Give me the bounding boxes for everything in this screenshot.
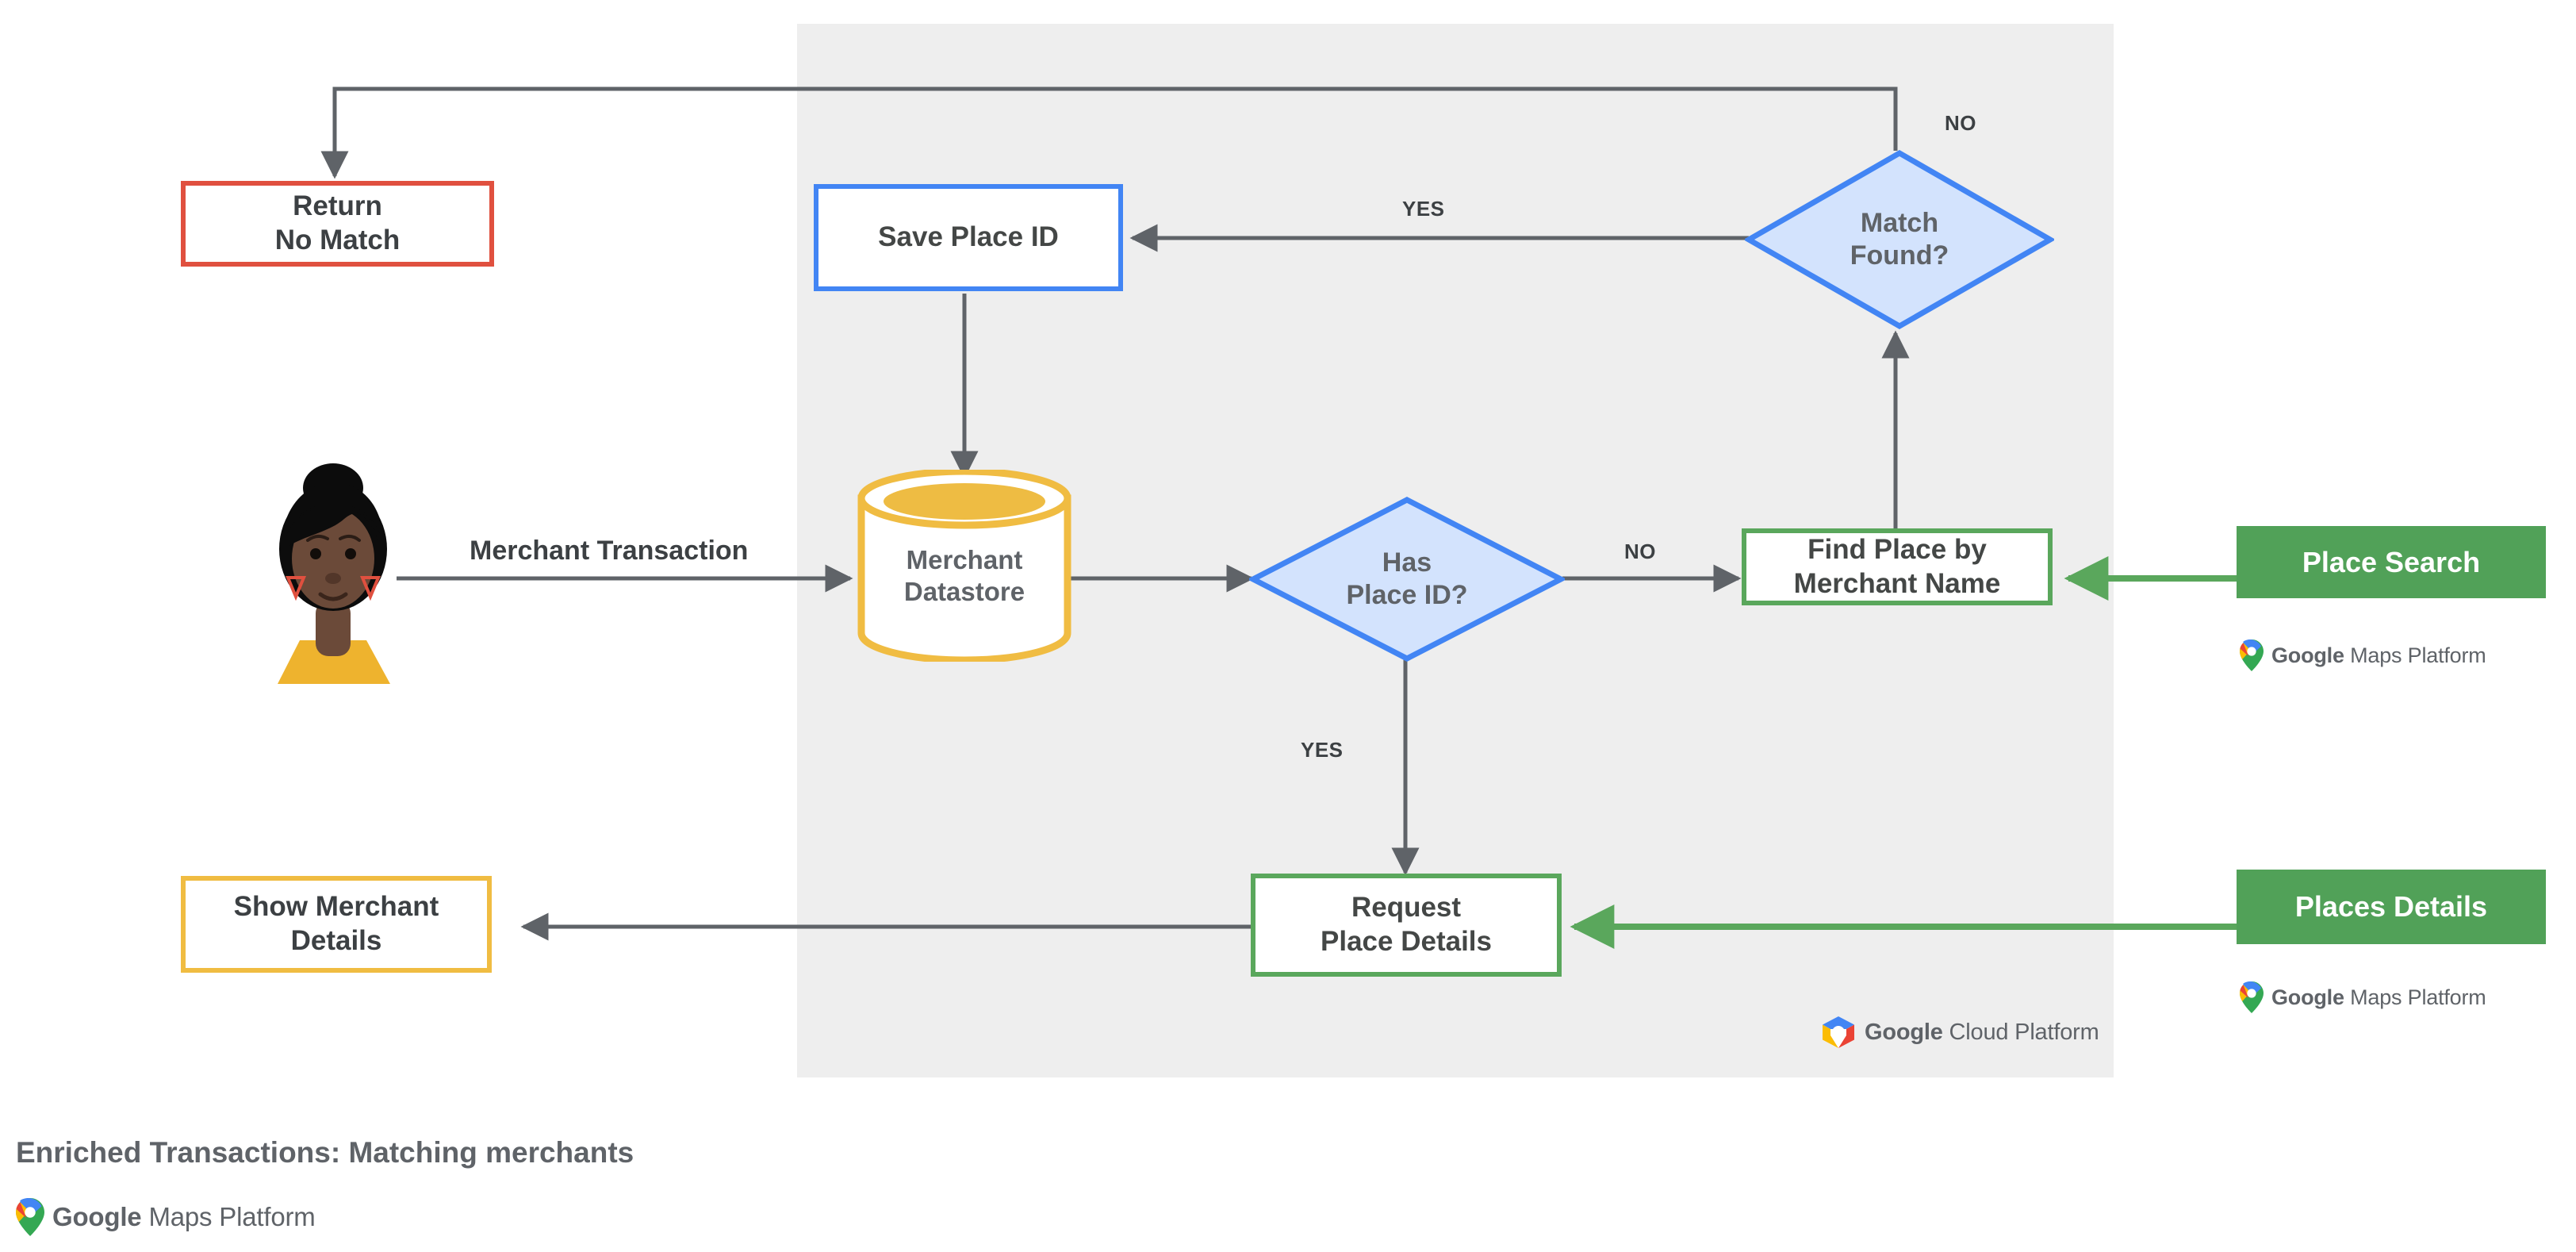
google-maps-pin-icon xyxy=(2240,639,2264,671)
merchant-customer-avatar xyxy=(262,462,404,684)
places-details-maps-platform-badge: Google Maps Platform xyxy=(2240,981,2486,1013)
google-wordmark: Google xyxy=(2271,985,2344,1009)
maps-platform-wordmark-product: Maps Platform xyxy=(2350,643,2486,667)
maps-platform-wordmark-product: Maps Platform xyxy=(2350,985,2486,1009)
maps-platform-wordmark: Google Maps Platform xyxy=(2271,985,2486,1010)
api-card-place-search[interactable]: Place Search xyxy=(2237,526,2546,598)
api-card-places-details[interactable]: Places Details xyxy=(2237,870,2546,944)
maps-platform-wordmark-product: Maps Platform xyxy=(148,1202,316,1231)
node-merchant-datastore[interactable]: Merchant Datastore xyxy=(855,470,1074,662)
edge-label-match-found-no: NO xyxy=(1945,111,1976,135)
google-cloud-platform-badge: Google Cloud Platform xyxy=(1820,1016,2099,1049)
google-wordmark: Google xyxy=(1865,1019,1943,1045)
node-match-found[interactable]: Match Found? xyxy=(1745,149,2054,330)
google-maps-pin-icon xyxy=(16,1198,44,1236)
node-find-place-by-merchant-name[interactable]: Find Place by Merchant Name xyxy=(1742,528,2053,605)
maps-platform-wordmark: Google Maps Platform xyxy=(2271,643,2486,668)
edge-label-match-found-yes: YES xyxy=(1402,197,1445,221)
node-return-no-match[interactable]: Return No Match xyxy=(181,181,494,267)
google-cloud-platform-hexagon-icon xyxy=(1823,1016,1854,1048)
maps-platform-wordmark: Google Maps Platform xyxy=(52,1202,316,1232)
google-maps-pin-icon xyxy=(2240,981,2264,1013)
node-match-found-label: Match Found? xyxy=(1850,207,1949,271)
person-avatar-icon xyxy=(278,463,390,684)
edge-label-merchant-transaction: Merchant Transaction xyxy=(470,536,749,566)
place-search-maps-platform-badge: Google Maps Platform xyxy=(2240,639,2486,671)
cloud-platform-wordmark: Google Cloud Platform xyxy=(1865,1020,2099,1046)
edge-label-has-place-id-yes: YES xyxy=(1301,738,1344,762)
node-has-place-id-label: Has Place ID? xyxy=(1346,547,1468,610)
node-has-place-id[interactable]: Has Place ID? xyxy=(1249,496,1565,662)
google-wordmark: Google xyxy=(2271,643,2344,667)
node-show-merchant-details[interactable]: Show Merchant Details xyxy=(181,876,492,973)
diagram-caption: Enriched Transactions: Matching merchant… xyxy=(16,1136,634,1169)
google-wordmark: Google xyxy=(52,1202,142,1231)
node-merchant-datastore-label: Merchant Datastore xyxy=(903,544,1025,606)
footer-maps-platform-badge: Google Maps Platform xyxy=(16,1198,316,1236)
node-save-place-id[interactable]: Save Place ID xyxy=(814,184,1123,291)
cloud-platform-wordmark-product: Cloud Platform xyxy=(1949,1019,2099,1045)
node-request-place-details[interactable]: Request Place Details xyxy=(1251,874,1562,977)
edge-label-has-place-id-no: NO xyxy=(1624,540,1656,563)
